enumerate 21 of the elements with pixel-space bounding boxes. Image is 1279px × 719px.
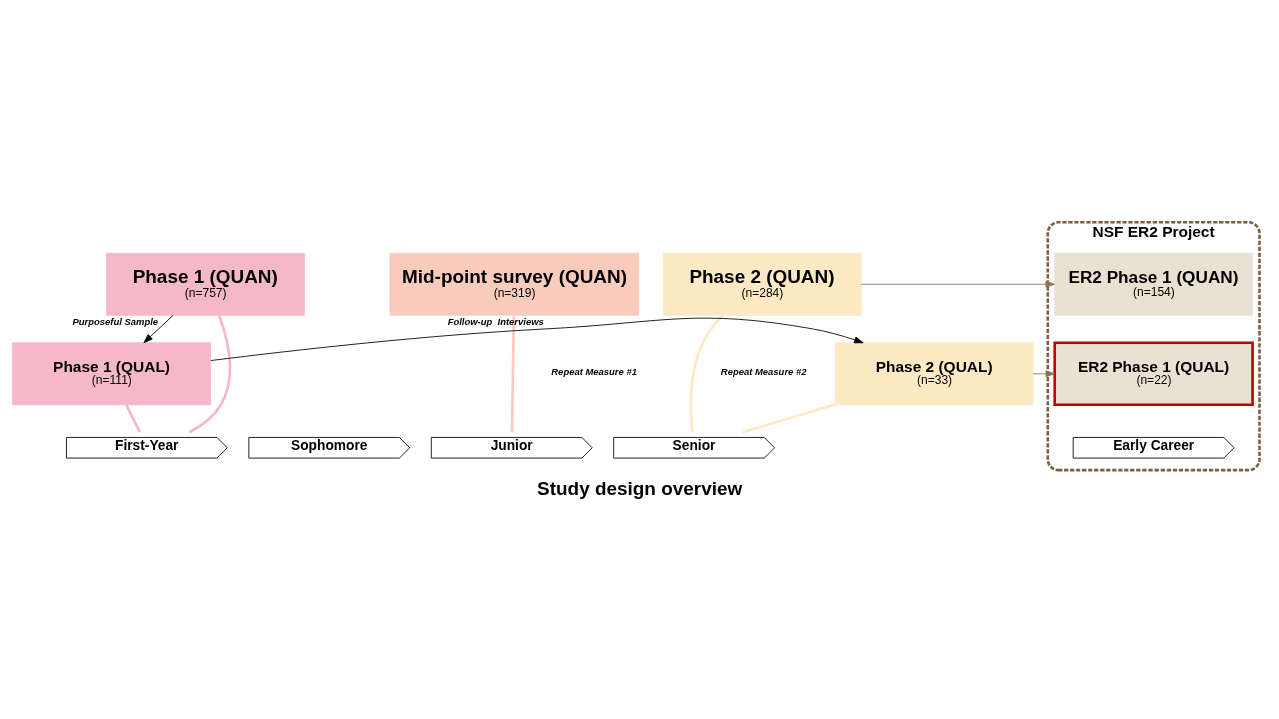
caption: Study design overview bbox=[537, 477, 743, 499]
arrow bbox=[860, 280, 1055, 288]
node-box: Phase 1 (QUAN) (n=757) bbox=[106, 252, 305, 316]
connector bbox=[689, 313, 724, 432]
arrow bbox=[210, 317, 864, 361]
node-box: Mid-point survey (QUAN) (n=319) bbox=[389, 252, 640, 316]
node-box: ER2 Phase 1 (QUAL) (n=22) bbox=[1053, 341, 1254, 406]
connector bbox=[742, 402, 836, 433]
connector bbox=[188, 314, 232, 433]
node-box: ER2 Phase 1 (QUAN) (n=154) bbox=[1054, 252, 1253, 316]
connector bbox=[125, 403, 141, 433]
label: Repeat Measure #2 bbox=[720, 365, 807, 377]
arrow bbox=[143, 314, 174, 343]
node-box: Phase 1 (QUAL) (n=111) bbox=[12, 341, 211, 405]
edge-label: Follow-up Interviews bbox=[447, 315, 544, 327]
label: Repeat Measure #1 bbox=[551, 365, 637, 377]
connector bbox=[510, 315, 516, 432]
node-box: Phase 2 (QUAN) (n=284) bbox=[662, 252, 862, 316]
node-box: Phase 2 (QUAL) (n=33) bbox=[834, 341, 1034, 405]
arrow bbox=[1032, 369, 1056, 377]
edge-label: Purposeful Sample bbox=[72, 315, 159, 327]
